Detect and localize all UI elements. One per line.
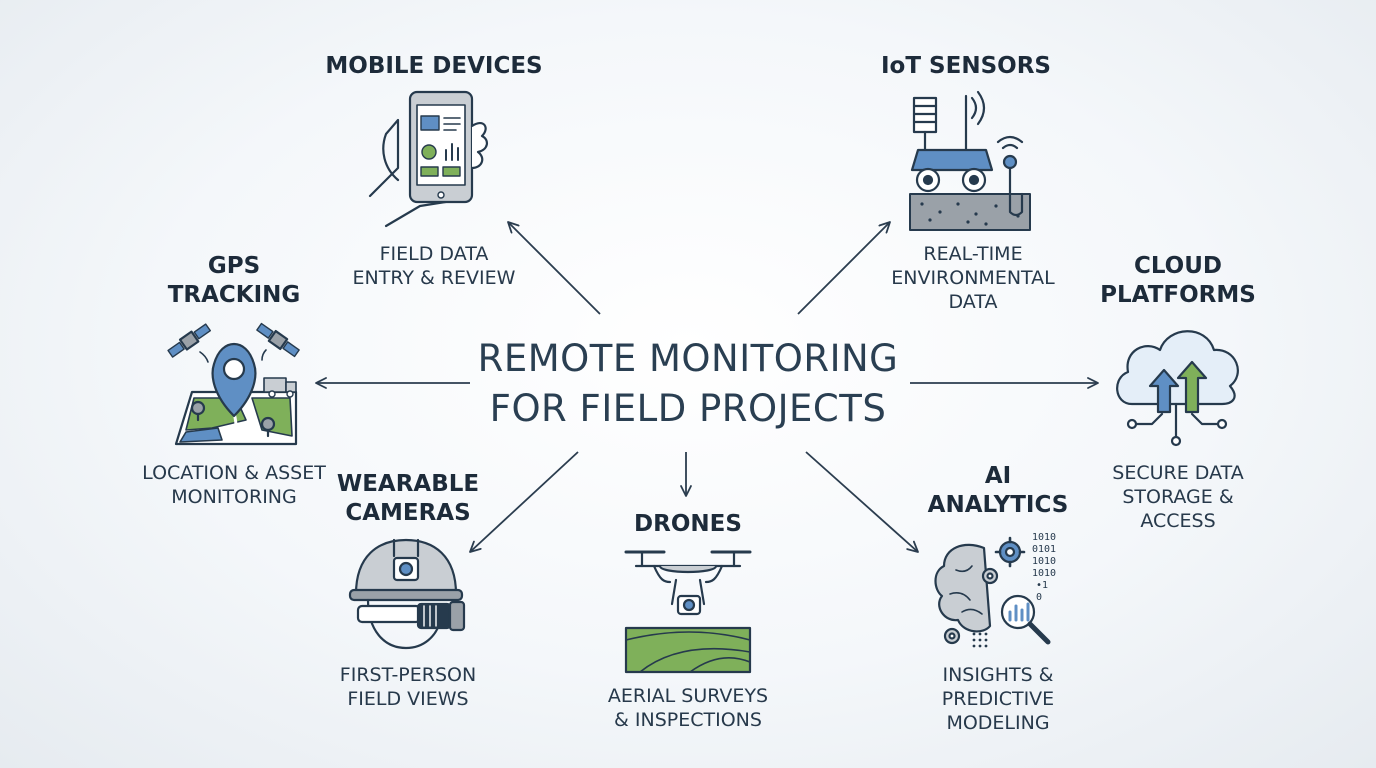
gps-tracking-title: GPS TRACKING bbox=[167, 253, 301, 308]
mobile-devices-desc: FIELD DATA ENTRY & REVIEW bbox=[352, 243, 516, 289]
sensor-vehicle-icon bbox=[909, 90, 1031, 231]
center-title: REMOTE MONITORING FOR FIELD PROJECTS bbox=[477, 337, 899, 430]
drones-title: DRONES bbox=[634, 511, 742, 537]
svg-text:1010: 1010 bbox=[1032, 568, 1056, 579]
gps-tracking-desc: LOCATION & ASSET MONITORING bbox=[142, 462, 326, 508]
arrow-to-wearable bbox=[469, 451, 579, 553]
svg-text:1010: 1010 bbox=[1032, 532, 1056, 543]
ai-analytics-title: AI ANALYTICS bbox=[927, 463, 1069, 518]
map-pin-satellites-icon bbox=[167, 322, 300, 446]
svg-text:•1: •1 bbox=[1036, 580, 1048, 591]
wearable-cameras-desc: FIRST-PERSON FIELD VIEWS bbox=[339, 664, 477, 710]
wearable-cameras-title: WEARABLE CAMERAS bbox=[336, 471, 480, 526]
helmet-camera-icon bbox=[348, 538, 466, 650]
connector-arrows bbox=[315, 221, 1099, 553]
svg-text:1010: 1010 bbox=[1032, 556, 1056, 567]
svg-text:0: 0 bbox=[1036, 592, 1042, 603]
svg-text:0101: 0101 bbox=[1032, 544, 1056, 555]
cloud-upload-icon bbox=[1116, 330, 1239, 447]
drone-icon bbox=[624, 550, 752, 674]
arrow-to-mobile bbox=[507, 221, 601, 315]
cloud-platforms-title: CLOUD PLATFORMS bbox=[1100, 253, 1256, 308]
brain-gears-icon: 1010 0101 1010 1010 •1 0 bbox=[934, 532, 1056, 648]
arrow-to-ai bbox=[805, 451, 919, 553]
iot-sensors-title: IoT SENSORS bbox=[881, 53, 1051, 79]
arrow-to-iot bbox=[797, 221, 891, 315]
iot-sensors-desc: REAL-TIME ENVIRONMENTAL DATA bbox=[891, 243, 1055, 313]
mobile-devices-title: MOBILE DEVICES bbox=[325, 53, 543, 79]
smartphone-in-hand-icon bbox=[368, 90, 488, 228]
ai-analytics-desc: INSIGHTS & PREDICTIVE MODELING bbox=[941, 664, 1055, 734]
cloud-platforms-desc: SECURE DATA STORAGE & ACCESS bbox=[1112, 462, 1244, 532]
drones-desc: AERIAL SURVEYS & INSPECTIONS bbox=[607, 685, 769, 731]
